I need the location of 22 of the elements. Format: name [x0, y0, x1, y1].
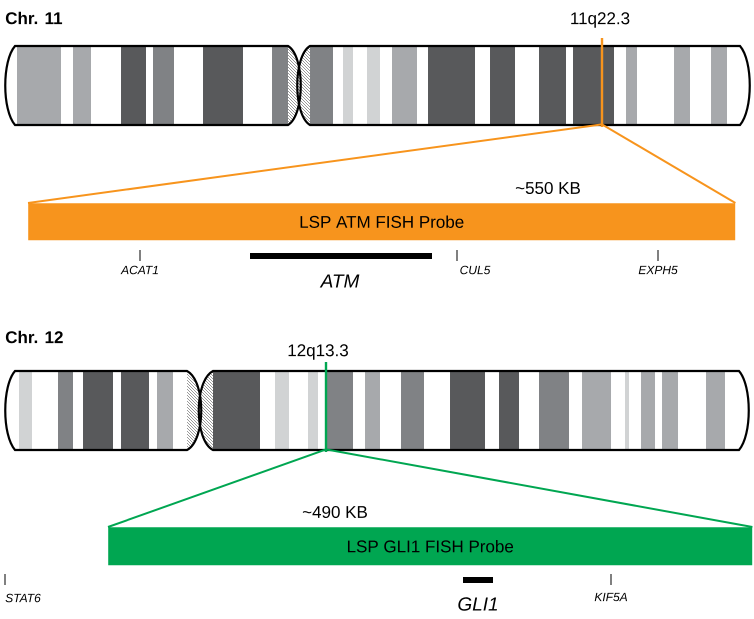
connector-line: [326, 448, 753, 528]
chromosome-label: Chr. 12: [6, 330, 63, 344]
size-label: ~550 KB: [516, 182, 580, 194]
connector-line: [108, 448, 326, 528]
chromosome-label: Chr. 11: [6, 12, 62, 24]
gene-label: CUL5: [460, 266, 490, 274]
chromosome-drawing: [4, 362, 750, 452]
gene-label: ATM: [320, 274, 360, 288]
probe-bar: LSP ATM FISH Probe: [28, 203, 736, 240]
size-label: ~490 KB: [302, 506, 367, 518]
chromosome-drawing: [19, 371, 725, 450]
gene-label: EXPH5: [638, 266, 678, 274]
connector-line: [28, 123, 602, 204]
locus-label: 11q22.3: [571, 12, 630, 28]
gene-label: ACAT1: [120, 266, 158, 274]
gene-label: KIF5A: [594, 592, 628, 602]
gene-label: STAT6: [6, 594, 41, 602]
connector-line: [602, 124, 736, 204]
chromosome-drawing: [17, 46, 727, 125]
gene-label: GLI1: [458, 597, 497, 611]
chromosome-drawing: [4, 38, 751, 127]
probe-bar: LSP GLI1 FISH Probe: [108, 527, 752, 566]
